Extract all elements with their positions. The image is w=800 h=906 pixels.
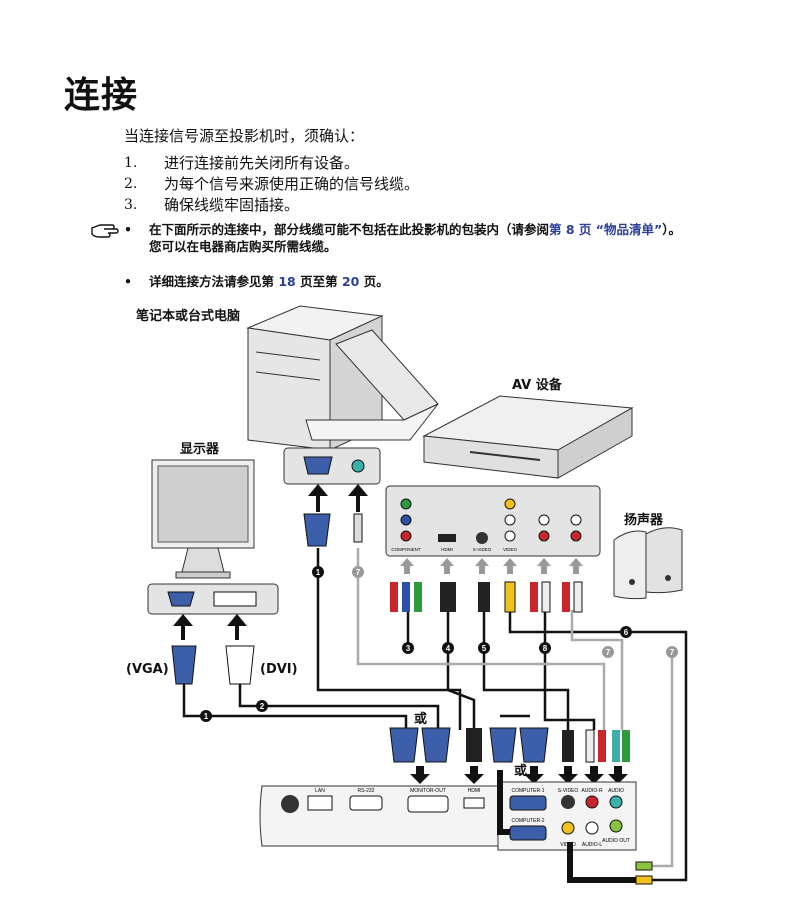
badge-number: 6: [624, 628, 629, 637]
list-item: 1.进行连接前先关闭所有设备。: [124, 154, 360, 172]
av-port-label: S-VIDEO: [473, 547, 492, 552]
label-computer: 笔记本或台式电脑: [136, 309, 241, 324]
page-link[interactable]: 18: [278, 274, 296, 289]
port-label: AUDIO-R: [581, 788, 603, 794]
page-link[interactable]: 第 8 页 “物品清单”: [549, 222, 663, 237]
cable-number-badges: 1 7 1 2 3 4 5 6 7 7 8: [200, 566, 678, 722]
port-label: LAN: [315, 788, 325, 794]
down-arrow-icons: [410, 766, 628, 784]
note-item: • 在下面所示的连接中，部分线缆可能不包括在此投影机的包装内（请参阅第 8 页 …: [124, 222, 681, 254]
port-label: RS-232: [358, 788, 375, 794]
badge-number: 1: [204, 712, 209, 721]
connection-diagram: COMPONENT HDMI S-VIDEO VIDEO: [147, 305, 688, 885]
label-av: AV 设备: [512, 378, 562, 393]
projector-input-arrows: [497, 770, 636, 883]
label-vga: (VGA): [126, 662, 169, 677]
av-port-label: HDMI: [441, 547, 453, 552]
port-label: S-VIDEO: [558, 788, 579, 794]
projector-rear-panel: LAN RS-232 MONITOR-OUT HDMI COMPUTER-1 C…: [259, 781, 637, 851]
port-label: HDMI: [468, 788, 481, 794]
av-port-label: VIDEO: [503, 547, 518, 552]
badge-number: 7: [606, 648, 611, 657]
av-device-icon: [422, 395, 634, 479]
badge-number: 3: [406, 644, 411, 653]
port-label: AUDIO-L: [582, 842, 603, 848]
badge-number: 5: [482, 644, 487, 653]
audio-cables: [356, 548, 674, 868]
computer-ports-panel: [283, 447, 381, 485]
badge-number: 7: [670, 648, 675, 657]
speakers-icon: [613, 527, 683, 600]
av-arrow-icons: [400, 558, 583, 574]
av-ports-panel: COMPONENT HDMI S-VIDEO VIDEO: [385, 485, 601, 557]
port-label: MONITOR-OUT: [410, 788, 446, 794]
badge-number: 1: [316, 568, 321, 577]
port-label: AUDIO OUT: [602, 838, 630, 844]
av-port-label: COMPONENT: [391, 547, 421, 552]
label-or: 或: [514, 764, 528, 779]
intro-text: 当连接信号源至投影机时，须确认：: [124, 127, 365, 145]
notes-list: • 在下面所示的连接中，部分线缆可能不包括在此投影机的包装内（请参阅第 8 页 …: [124, 221, 681, 290]
page-link[interactable]: 20: [341, 274, 360, 289]
badge-number: 7: [356, 568, 361, 577]
badge-number: 8: [543, 644, 548, 653]
badge-number: 4: [446, 644, 451, 653]
label-dvi: (DVI): [260, 662, 298, 677]
pointing-hand-icon: [91, 224, 119, 238]
arrow-icons: [173, 484, 368, 640]
list-item: 3.确保线缆牢固插接。: [124, 196, 300, 214]
label-speakers: 扬声器: [624, 513, 664, 528]
laptop-icon: [305, 329, 439, 441]
label-or: 或: [414, 712, 428, 727]
list-item: 2.为每个信号来源使用正确的信号线缆。: [124, 175, 420, 193]
monitor-ports-panel: [147, 583, 279, 615]
port-label: COMPUTER-2: [511, 818, 544, 824]
cable-connectors: [171, 513, 653, 885]
port-label: COMPUTER-1: [511, 788, 544, 794]
label-monitor: 显示器: [180, 442, 220, 457]
monitor-icon: [151, 459, 255, 579]
steps-list: 1.进行连接前先关闭所有设备。 2.为每个信号来源使用正确的信号线缆。 3.确保…: [124, 153, 419, 216]
page-title: 连接: [64, 75, 139, 116]
badge-number: 2: [260, 702, 265, 711]
port-label: AUDIO: [608, 788, 624, 794]
note-item: • 详细连接方法请参见第 18 页至第 20 页。: [124, 274, 389, 289]
